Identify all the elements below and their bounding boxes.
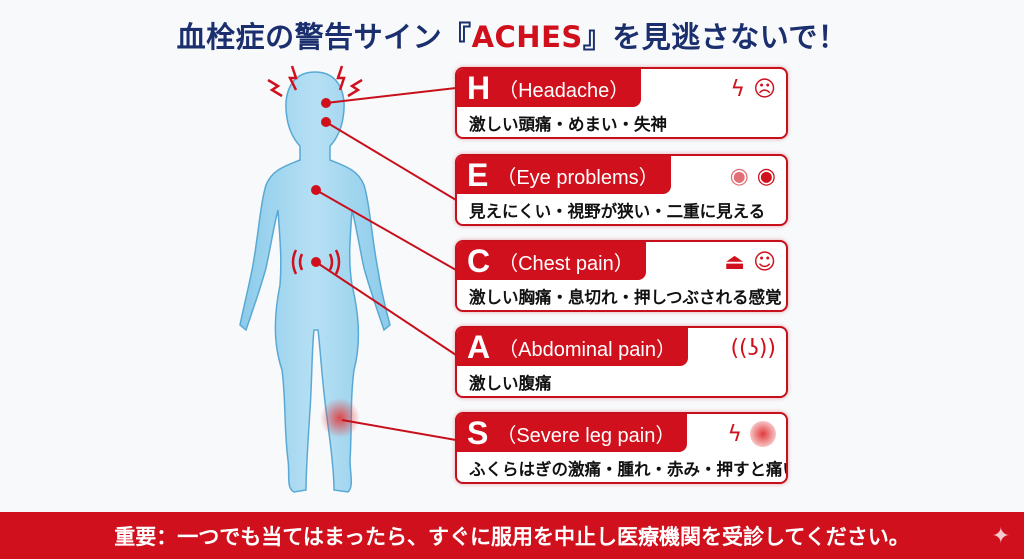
card-abdominal-pain: A（Abdominal pain） ((ʖ)) 激しい腹痛 — [455, 326, 788, 398]
dizziness-head-icon: ☹ — [753, 76, 776, 102]
leg-pain-glow — [320, 398, 360, 438]
card-severe-leg-pain: S（Severe leg pain） ϟ ふくらはぎの激痛・腫れ・赤み・押すと痛… — [455, 412, 788, 484]
warning-banner: 重要：一つでも当てはまったら、すぐに服用を中止し医療機関を受診してください。 — [0, 512, 1024, 559]
red-eye-icon: ◉ — [756, 163, 776, 189]
card-eye-problems: E（Eye problems） ◉◉ 見えにくい・視野が狭い・二重に見える — [455, 154, 788, 226]
card-headache: H（Headache） ϟ☹ 激しい頭痛・めまい・失神 — [455, 67, 788, 139]
red-swelling-icon — [750, 421, 776, 447]
pain-marks — [267, 65, 363, 275]
blurred-eye-icon: ◉ — [729, 163, 749, 189]
weight-pressure-icon: ⏏ — [724, 249, 746, 275]
card-chest-pain: C（Chest pain） ⏏☺ 激しい胸痛・息切れ・押しつぶされる感覚 — [455, 240, 788, 312]
stomach-pain-icon: ((ʖ)) — [730, 335, 776, 361]
body-points — [311, 98, 331, 267]
acronym: ACHES — [471, 20, 583, 54]
page-title: 血栓症の警告サイン『ACHES』を見逃さないで！ — [176, 20, 848, 54]
headache-pain-icon: ϟ — [730, 76, 746, 102]
human-silhouette — [239, 71, 391, 493]
sparkle-icon: ✦ — [991, 524, 1010, 549]
leg-pain-icon: ϟ — [727, 421, 742, 447]
connector-lines — [315, 87, 457, 441]
breathless-face-icon: ☺ — [753, 249, 776, 275]
